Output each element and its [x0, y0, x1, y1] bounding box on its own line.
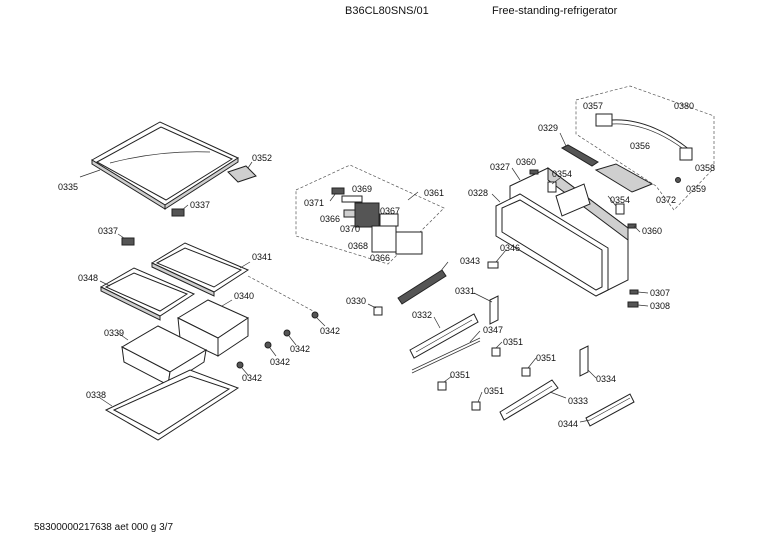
label-0338: 0338 [86, 390, 106, 400]
label-0356: 0356 [630, 141, 650, 151]
label-0335: 0335 [58, 182, 78, 192]
part-0337-bracket-a [171, 208, 185, 217]
label-0342-d: 0342 [242, 373, 262, 383]
part-0371-clip [331, 187, 345, 195]
part-0342-screws [236, 311, 319, 369]
label-0339: 0339 [104, 328, 124, 338]
part-0343-rail [397, 269, 447, 305]
label-0366-b: 0366 [370, 253, 390, 263]
part-0337-bracket-b [121, 237, 135, 246]
label-0329: 0329 [538, 123, 558, 133]
label-0351-b: 0351 [450, 370, 470, 380]
label-0334: 0334 [596, 374, 616, 384]
label-0370: 0370 [340, 224, 360, 234]
label-0331: 0331 [455, 286, 475, 296]
document-id: 58300000217638 aet 000 g 3/7 [34, 522, 174, 533]
part-0356-handle [611, 119, 691, 155]
part-0328-gasket [495, 193, 609, 297]
part-0341-shelf [150, 242, 250, 297]
part-0344-rail [585, 393, 635, 427]
label-0337-b: 0337 [98, 226, 118, 236]
label-0342-a: 0342 [320, 326, 340, 336]
part-0360-pin-b [627, 223, 637, 229]
part-0335-shelf [91, 121, 240, 210]
label-0359: 0359 [686, 184, 706, 194]
part-0366-bracket-a [343, 209, 357, 218]
label-0346: 0346 [500, 243, 520, 253]
label-0348: 0348 [78, 273, 98, 283]
label-0361: 0361 [424, 188, 444, 198]
part-0331-bracket [489, 295, 499, 325]
label-0308: 0308 [650, 301, 670, 311]
model-number: B36CL80SNS/01 [345, 5, 429, 17]
label-0369: 0369 [352, 184, 372, 194]
part-0352-clip [227, 165, 257, 183]
label-0368: 0368 [348, 241, 368, 251]
label-0327: 0327 [490, 162, 510, 172]
part-0351-clips [437, 347, 531, 411]
label-0367: 0367 [380, 206, 400, 216]
label-0371: 0371 [304, 198, 324, 208]
part-0330-clip [373, 306, 383, 316]
label-0341: 0341 [252, 252, 272, 262]
appliance-description: Free-standing-refrigerator [492, 5, 618, 17]
label-0366-a: 0366 [320, 214, 340, 224]
part-0368-panel [371, 225, 397, 253]
label-0307: 0307 [650, 288, 670, 298]
part-0346-clip [487, 261, 499, 269]
part-0329-rail [560, 144, 599, 167]
part-0366-block-b [395, 231, 423, 255]
label-0357: 0357 [583, 101, 603, 111]
label-0358: 0358 [695, 163, 715, 173]
part-0358-end-cap [679, 147, 693, 161]
label-0351-c: 0351 [536, 353, 556, 363]
part-0354-bracket-b [615, 203, 625, 215]
part-0360-pin-a [529, 169, 539, 175]
label-0332: 0332 [412, 310, 432, 320]
label-0360-b: 0360 [642, 226, 662, 236]
part-0332-rail [409, 313, 479, 359]
label-0342-b: 0342 [290, 344, 310, 354]
label-0354-a: 0354 [552, 169, 572, 179]
part-0333-rail [499, 379, 559, 421]
label-0337-a: 0337 [190, 200, 210, 210]
part-0370-module [354, 202, 380, 228]
label-0352: 0352 [252, 153, 272, 163]
label-0372: 0372 [656, 195, 676, 205]
label-0340: 0340 [234, 291, 254, 301]
label-0344: 0344 [558, 419, 578, 429]
part-0308-clip [627, 301, 639, 308]
label-0354-b: 0354 [610, 195, 630, 205]
label-0333: 0333 [568, 396, 588, 406]
part-0307-clip [629, 289, 639, 295]
part-0338-frame [104, 369, 240, 441]
label-0343: 0343 [460, 256, 480, 266]
label-0351-d: 0351 [484, 386, 504, 396]
part-0359-screw [675, 177, 681, 183]
part-0340-drawer [176, 299, 250, 357]
label-0342-c: 0342 [270, 357, 290, 367]
label-0380: 0380 [674, 101, 694, 111]
part-0357-end-cap [595, 113, 613, 127]
part-0347-rod [411, 337, 481, 374]
label-0328: 0328 [468, 188, 488, 198]
label-0347: 0347 [483, 325, 503, 335]
part-0334-bracket [579, 345, 589, 377]
part-0372-insert [594, 163, 654, 193]
part-0354-bracket-a [547, 181, 557, 193]
part-0348-shelf [99, 267, 196, 321]
label-0330: 0330 [346, 296, 366, 306]
label-0351-a: 0351 [503, 337, 523, 347]
part-0369-cover [341, 195, 363, 203]
label-0360-a: 0360 [516, 157, 536, 167]
